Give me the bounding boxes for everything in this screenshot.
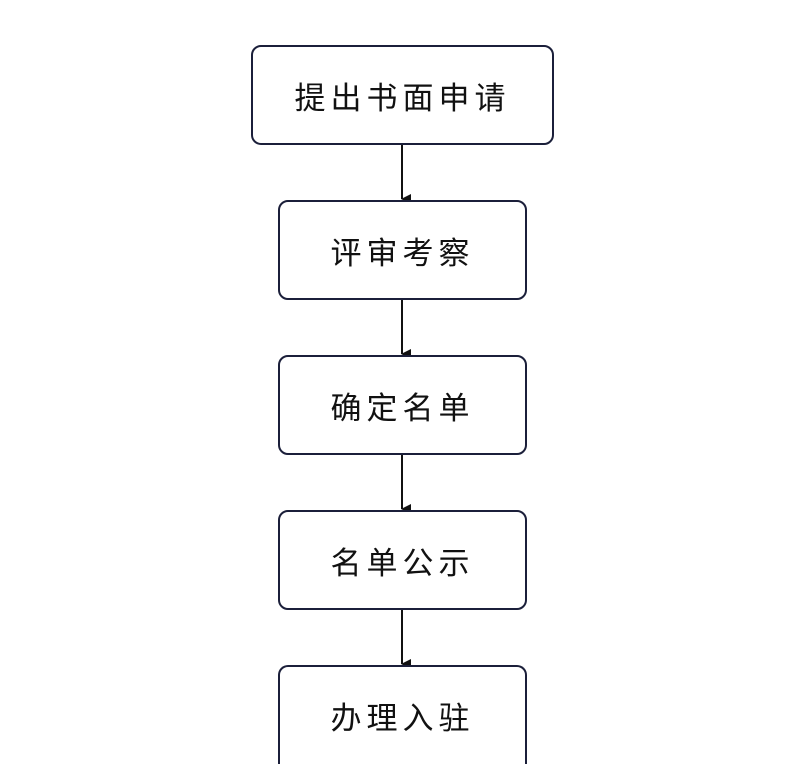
step-confirm-list: 确定名单 [278, 355, 527, 455]
step-label-complete-settlement: 办理入驻 [330, 701, 475, 737]
step-label-review-inspection: 评审考察 [330, 235, 475, 272]
step-complete-settlement: 办理入驻 [278, 665, 527, 764]
step-label-publicize-list: 名单公示 [330, 545, 475, 582]
step-review-inspection: 评审考察 [278, 200, 527, 300]
step-submit-application: 提出书面申请 [251, 45, 554, 145]
step-label-submit-application: 提出书面申请 [294, 80, 511, 117]
step-publicize-list: 名单公示 [278, 510, 527, 610]
step-label-confirm-list: 确定名单 [330, 390, 475, 427]
